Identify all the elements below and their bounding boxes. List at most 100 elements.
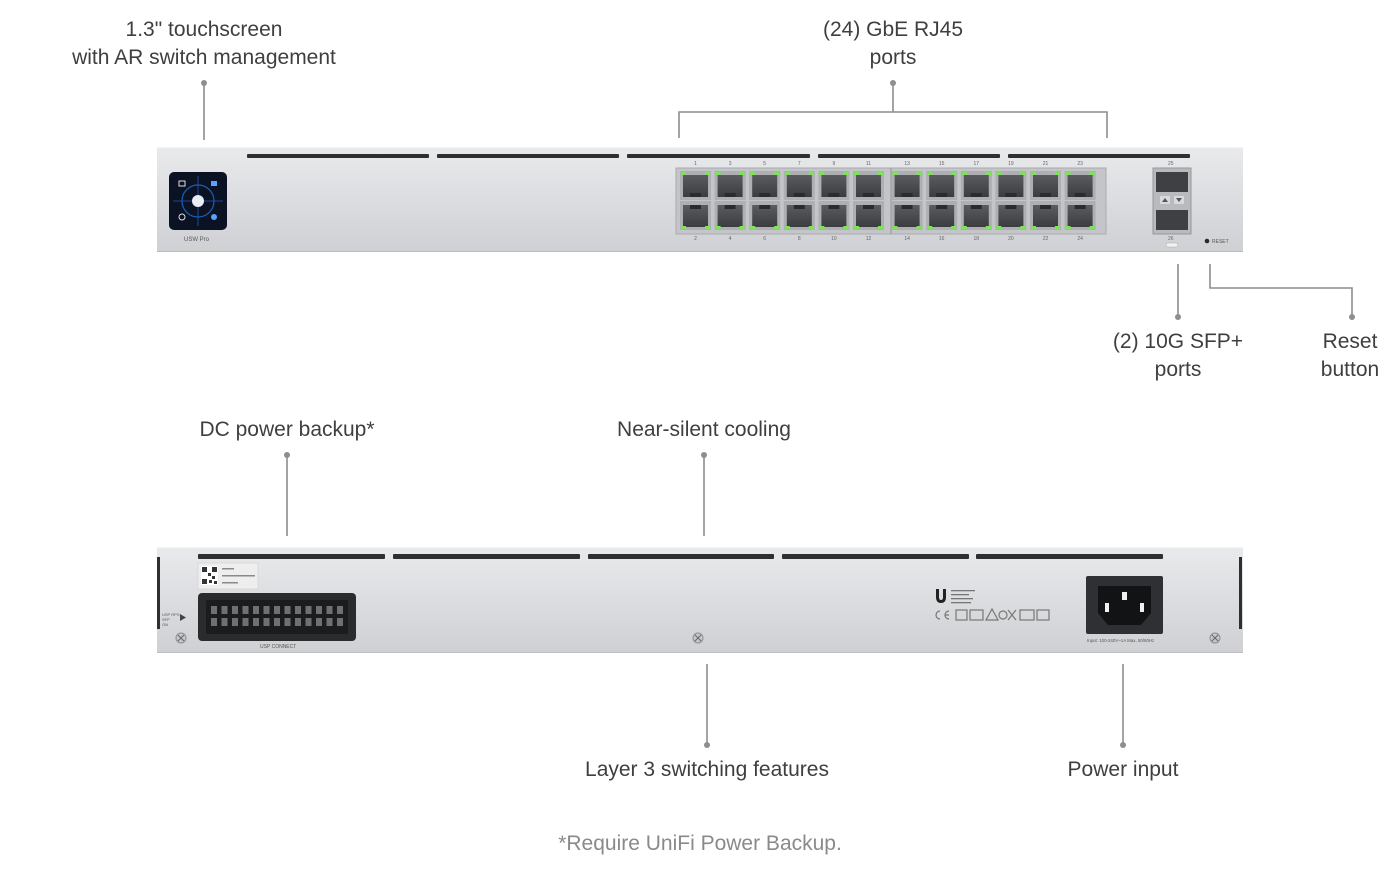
port-number-top: 5: [763, 161, 766, 167]
port-led-icon: [750, 172, 756, 175]
rj45-port[interactable]: [818, 201, 850, 230]
rj45-port[interactable]: [818, 171, 850, 200]
port-led-icon: [996, 226, 1002, 229]
port-led-icon: [1031, 172, 1036, 175]
usp-pin: [263, 618, 270, 626]
qr-code-icon: [202, 567, 217, 584]
front-panel: USW Pro 12345678910111213141516171819202…: [157, 147, 1243, 252]
sfp-port-26[interactable]: [1156, 210, 1188, 230]
reset-button[interactable]: [1204, 238, 1210, 244]
rj45-port[interactable]: [926, 201, 958, 230]
port-led-icon: [784, 226, 790, 229]
port-led-icon: [808, 172, 814, 175]
port-led-icon: [916, 226, 922, 229]
usp-pin: [316, 606, 322, 614]
rj45-port[interactable]: [783, 201, 815, 230]
port-led-icon: [927, 226, 933, 229]
port-led-icon: [1055, 226, 1060, 229]
rj45-port[interactable]: [1064, 171, 1096, 200]
port-number-bottom: 8: [798, 236, 801, 242]
port-led-icon: [843, 172, 849, 175]
port-led-icon: [961, 172, 967, 175]
usp-pin: [284, 606, 291, 614]
usp-pin: [242, 606, 249, 614]
rj45-port[interactable]: [680, 171, 711, 200]
usp-pin: [232, 606, 238, 614]
port-number-bottom: 2: [694, 236, 697, 242]
usp-pin: [305, 606, 312, 614]
rj45-port[interactable]: [783, 171, 815, 200]
usp-connector[interactable]: [198, 593, 356, 641]
regulatory-marks: [935, 589, 1050, 621]
callout-power-input: Power input: [1067, 758, 1179, 781]
usp-pin: [253, 618, 259, 626]
port-led-icon: [951, 172, 957, 175]
rj45-port[interactable]: [960, 171, 992, 200]
rj45-port[interactable]: [714, 171, 746, 200]
port-led-icon: [1055, 172, 1060, 175]
port-number-top: 3: [729, 161, 732, 167]
port-led-icon: [1065, 172, 1071, 175]
usp-pin: [211, 618, 217, 626]
usp-pin: [326, 618, 333, 626]
port-led-icon: [1020, 226, 1026, 229]
port-led-icon: [916, 172, 922, 175]
port-led-icon: [985, 172, 991, 175]
rj45-port[interactable]: [680, 201, 711, 230]
port-led-icon: [892, 172, 898, 175]
usp-pin: [221, 606, 228, 614]
port-led-icon: [681, 172, 686, 175]
port-led-icon: [878, 172, 883, 175]
leader-dots: [201, 80, 1355, 748]
port-led-icon: [1089, 172, 1095, 175]
port-led-icon: [819, 226, 825, 229]
rj45-port[interactable]: [1030, 201, 1061, 230]
rj45-port[interactable]: [891, 171, 923, 200]
rj45-port[interactable]: [714, 201, 746, 230]
callout-rj45-ports: (24) GbE RJ45 ports: [822, 18, 964, 69]
usp-pin: [326, 606, 333, 614]
port-led-icon: [985, 226, 991, 229]
rj45-ports: [680, 171, 1096, 230]
rj45-port[interactable]: [853, 171, 884, 200]
port-led-icon: [1089, 226, 1095, 229]
usp-pin: [337, 618, 343, 626]
rj45-port[interactable]: [995, 201, 1027, 230]
port-led-icon: [843, 226, 849, 229]
port-number-bottom: 22: [1043, 236, 1049, 242]
usp-pin: [211, 606, 217, 614]
sfp-number-26: 26: [1168, 236, 1174, 242]
footnote: *Require UniFi Power Backup.: [558, 832, 842, 855]
usp-pin: [253, 606, 259, 614]
reset-label: RESET: [1212, 239, 1229, 245]
callout-sfp-ports: (2) 10G SFP+ ports: [1112, 330, 1244, 381]
rj45-port[interactable]: [749, 171, 781, 200]
port-led-icon: [715, 226, 721, 229]
port-number-bottom: 4: [729, 236, 732, 242]
callout-near-silent-cooling: Near-silent cooling: [617, 418, 791, 441]
rj45-port[interactable]: [1030, 171, 1061, 200]
usp-status-sfp: SFP: [162, 617, 170, 622]
rj45-port[interactable]: [926, 171, 958, 200]
leader-lines: [203, 84, 1353, 744]
rear-panel: USP CONNECT USP RPS SFP ON: [157, 547, 1243, 653]
rj45-port[interactable]: [995, 171, 1027, 200]
usp-pin: [232, 618, 238, 626]
rj45-port[interactable]: [960, 201, 992, 230]
rj45-port[interactable]: [853, 201, 884, 230]
port-number-top: 23: [1077, 161, 1083, 167]
power-inlet[interactable]: [1086, 576, 1163, 634]
port-number-top: 1: [694, 161, 697, 167]
rj45-port[interactable]: [891, 201, 923, 230]
callout-layer3-switching: Layer 3 switching features: [585, 758, 829, 781]
rj45-port[interactable]: [749, 201, 781, 230]
port-number-top: 21: [1043, 161, 1049, 167]
port-led-icon: [854, 172, 859, 175]
usp-pin: [284, 618, 291, 626]
rj45-port[interactable]: [1064, 201, 1096, 230]
port-led-icon: [750, 226, 756, 229]
port-led-icon: [808, 226, 814, 229]
sfp-port-25[interactable]: [1156, 172, 1188, 192]
